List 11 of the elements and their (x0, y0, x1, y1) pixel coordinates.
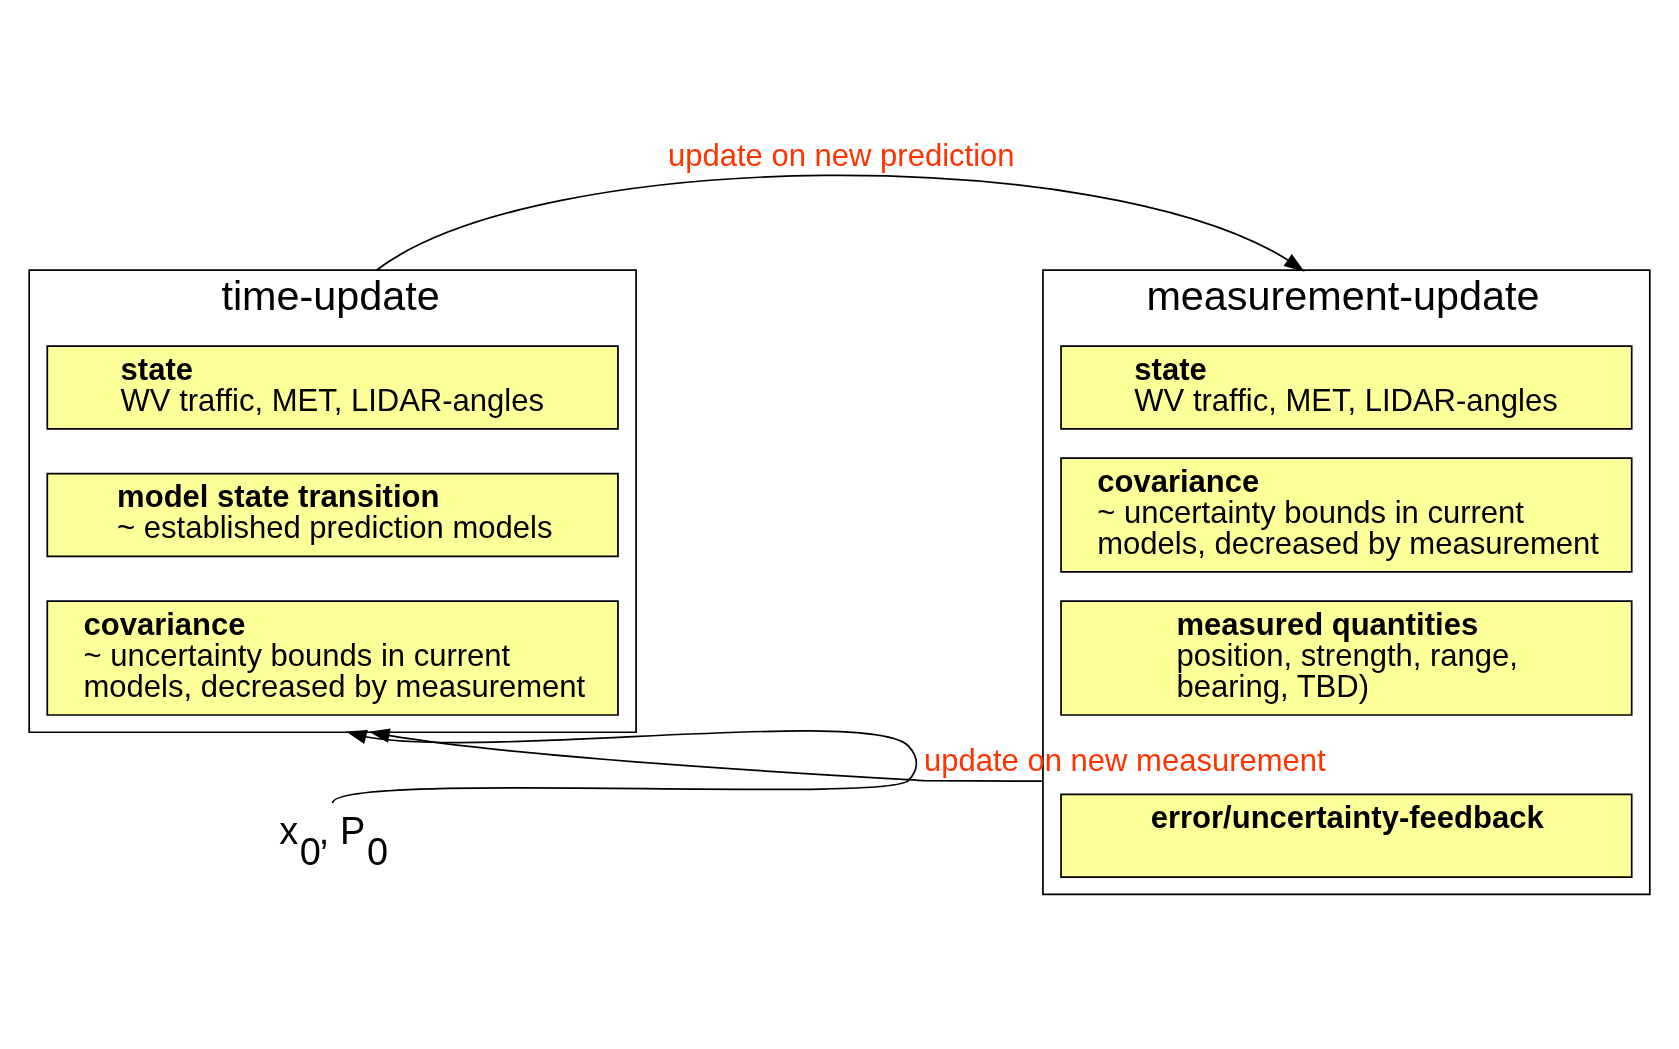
arrow (375, 174, 1305, 272)
node-box: covariance ~ uncertainty bounds in current models, decreased by measurement (1060, 457, 1633, 573)
node-box: state WV traffic, MET, LIDAR-angles (1060, 345, 1633, 430)
node-box: covariance ~ uncertainty bounds in current models, decreased by measurement (46, 600, 619, 716)
node-box: error/uncertainty-feedback (1060, 793, 1633, 878)
arrow (331, 729, 918, 804)
edge-label: update on new prediction (667, 137, 1015, 173)
node-box: model state transition ~ established prediction models (46, 472, 619, 558)
arrow (368, 728, 1044, 783)
node-box: measured quantities position, strength, range, bearing, TBD) (1060, 600, 1633, 716)
node-box: state WV traffic, MET, LIDAR-angles (46, 345, 619, 430)
